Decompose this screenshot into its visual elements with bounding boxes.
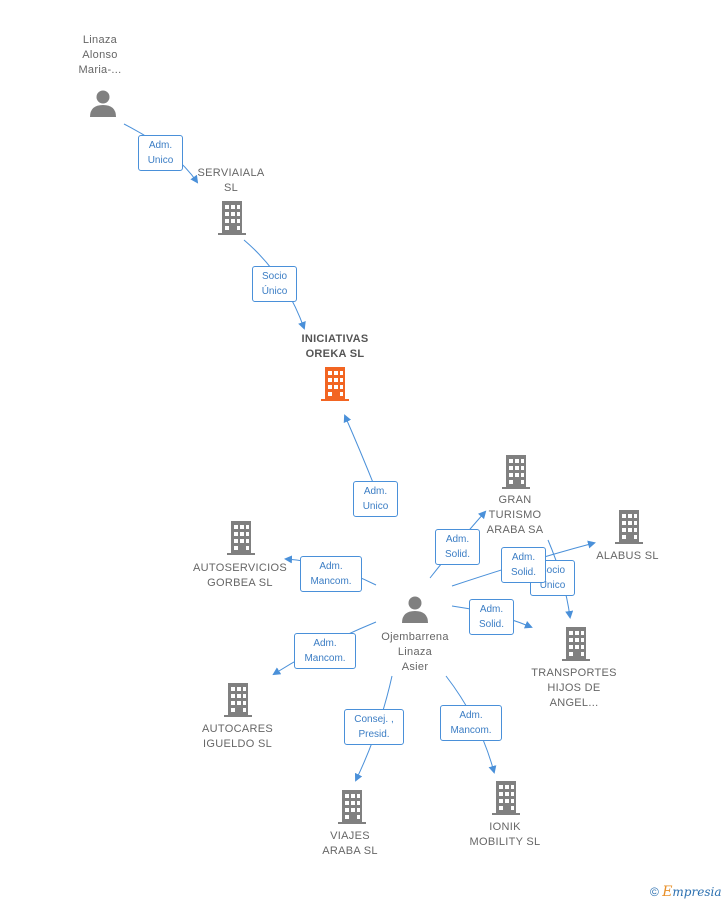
edge-label-adm-solid[interactable]: Adm. Solid. <box>469 599 514 635</box>
edge-label-adm-solid[interactable]: Adm. Solid. <box>435 529 480 565</box>
building-icon <box>492 781 520 815</box>
node-label: AUTOSERVICIOS GORBEA SL <box>193 562 287 589</box>
node-label: TRANSPORTES HIJOS DE ANGEL... <box>531 667 617 709</box>
edge-label-adm-solid[interactable]: Adm. Solid. <box>501 547 546 583</box>
brand-initial: E <box>662 884 673 900</box>
building-icon <box>224 683 252 717</box>
person-icon <box>90 90 116 117</box>
node-label: ALABUS SL <box>596 550 659 562</box>
copyright-icon: © <box>650 885 659 899</box>
edge-label-adm-unico[interactable]: Adm. Unico <box>138 135 183 171</box>
node-label: VIAJES ARABA SL <box>322 830 378 857</box>
edge-label-adm-mancom[interactable]: Adm. Mancom. <box>294 633 356 669</box>
building-icon <box>562 627 590 661</box>
building-icon <box>502 455 530 489</box>
building-icon <box>338 790 366 824</box>
edge-label-adm-mancom[interactable]: Adm. Mancom. <box>440 705 502 741</box>
node-label: Linaza Alonso Maria-... <box>78 34 122 76</box>
edge-label-consej-presid[interactable]: Consej. , Presid. <box>344 709 404 745</box>
edge-label-socio-unico[interactable]: Socio Único <box>252 266 297 302</box>
node-label: Ojembarrena Linaza Asier <box>381 631 449 673</box>
building-icon <box>321 367 349 401</box>
node-label: IONIK MOBILITY SL <box>469 821 541 848</box>
edge-line-ojembarrena-iniciativas <box>343 414 377 491</box>
node-label: AUTOCARES IGUELDO SL <box>202 723 273 750</box>
node-label: SERVIAIALA SL <box>197 167 265 194</box>
node-label: INICIATIVAS OREKA SL <box>301 333 369 360</box>
brand-name: mpresia <box>672 885 722 899</box>
person-icon <box>402 596 428 623</box>
edge-label-adm-unico[interactable]: Adm. Unico <box>353 481 398 517</box>
building-icon <box>615 510 643 544</box>
building-icon <box>218 201 246 235</box>
edge-label-adm-mancom[interactable]: Adm. Mancom. <box>300 556 362 592</box>
node-label: GRAN TURISMO ARABA SA <box>486 494 544 536</box>
brand-logo: © Empresia <box>650 884 721 900</box>
building-icon <box>227 521 255 555</box>
